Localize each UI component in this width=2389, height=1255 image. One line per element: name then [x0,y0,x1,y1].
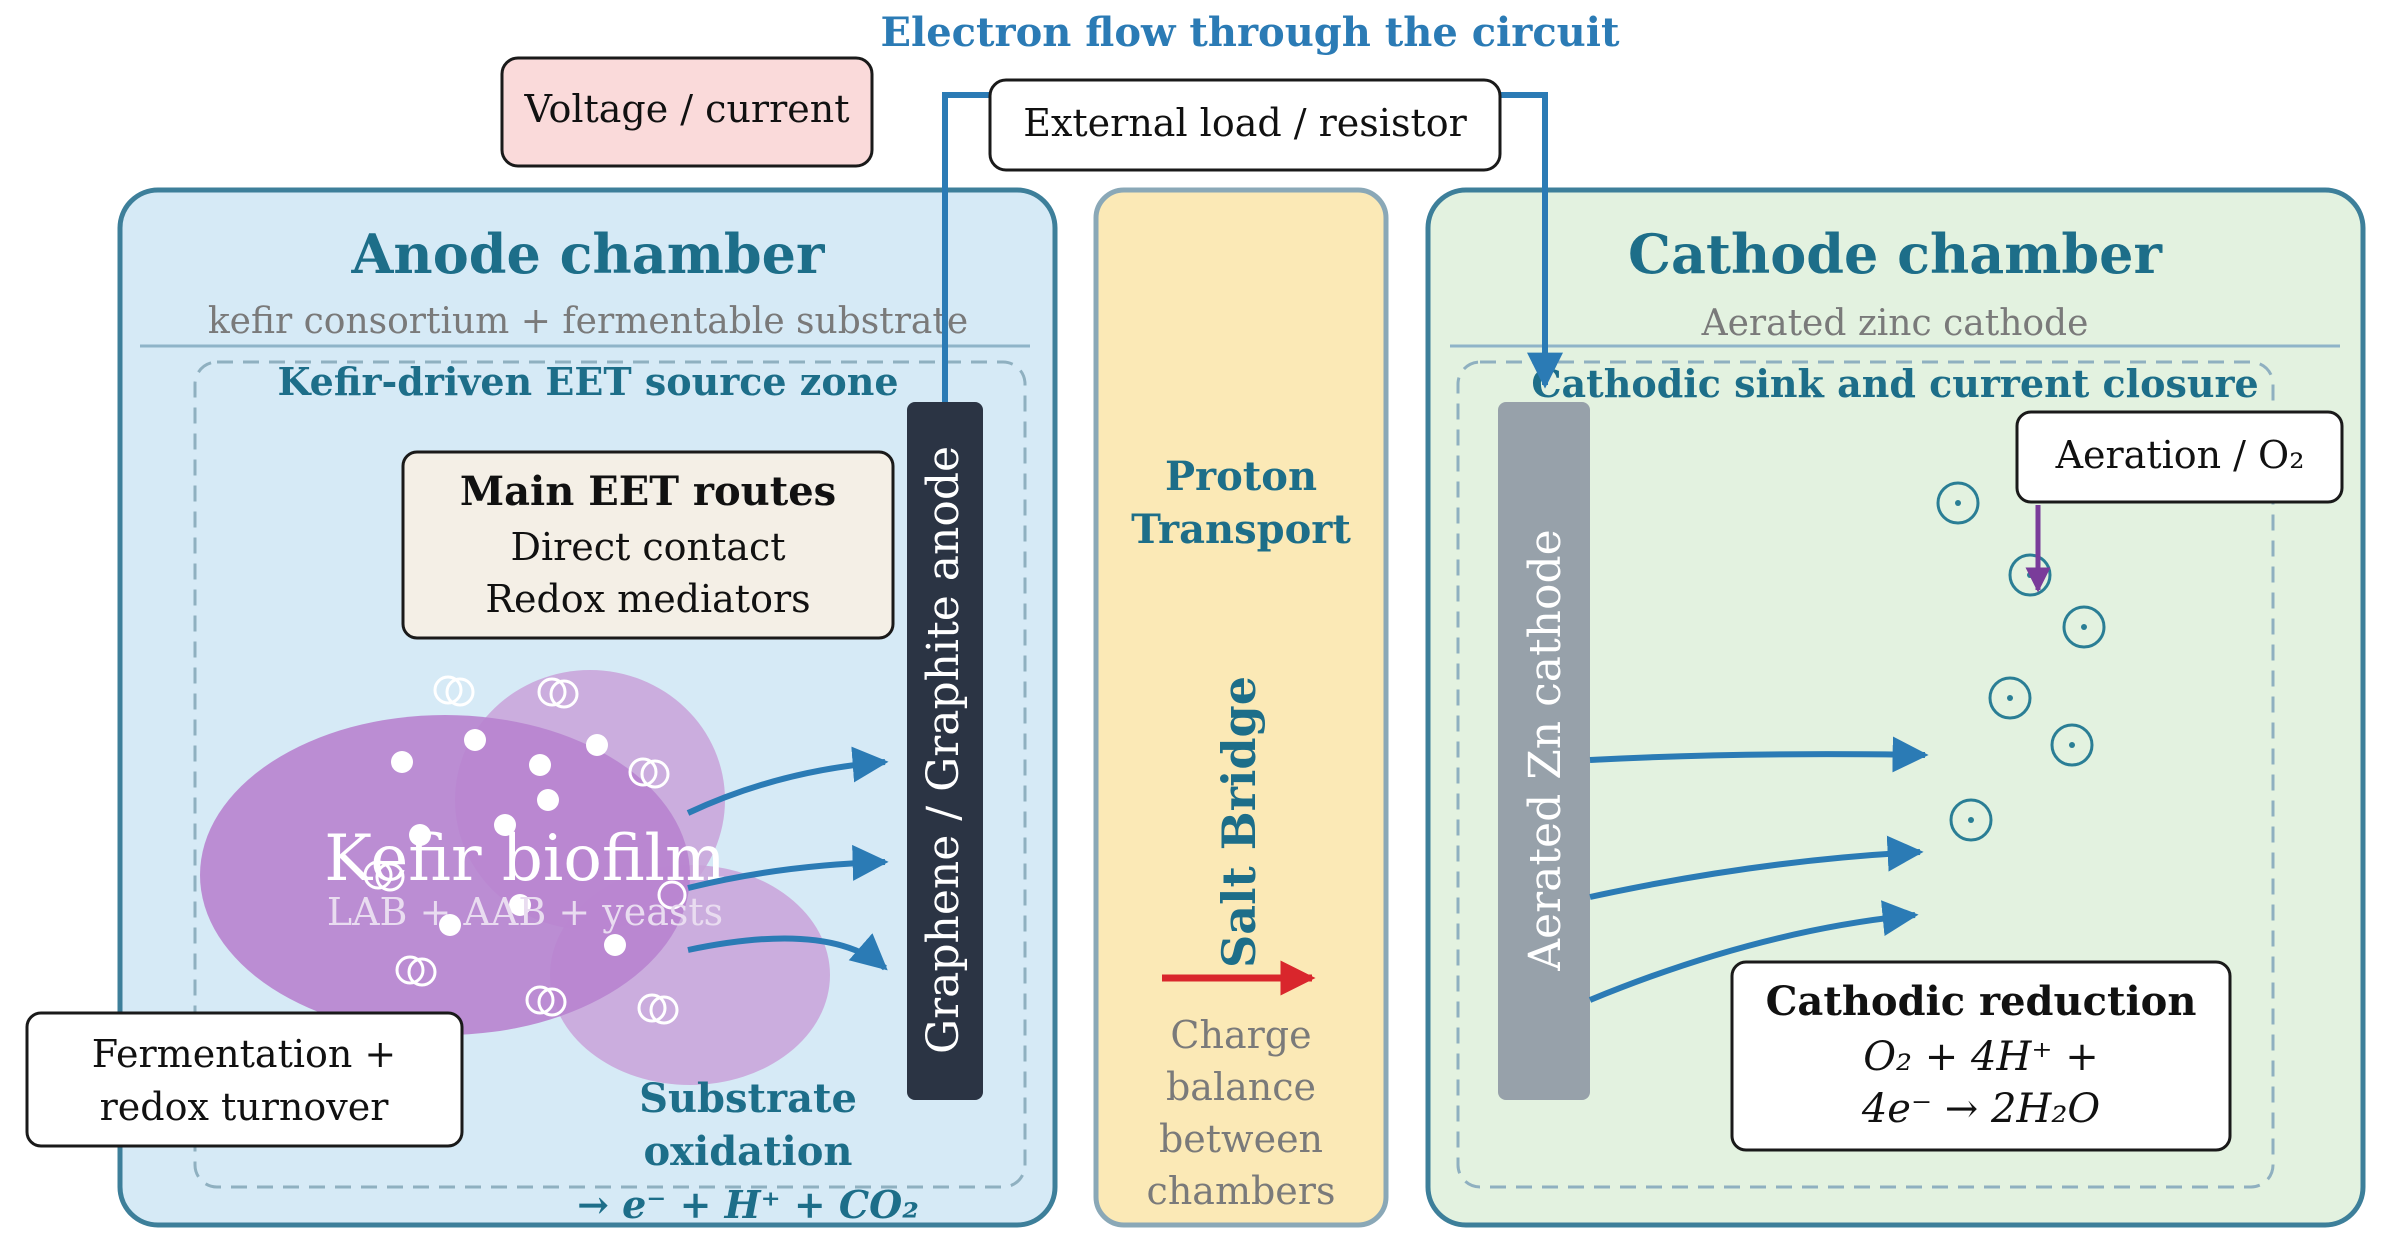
anode-subtitle: kefir consortium + fermentable substrate [208,301,968,342]
anode-electrode: Graphene / Graphite anode [907,402,983,1100]
eet-arrows [686,746,889,971]
cathode-electrode [1498,402,1590,1100]
voltage-box: Voltage / current [500,56,874,168]
circuit-title: Electron flow through the circuit [881,9,1620,56]
eet-routes-box: Main EET routes Direct contact Redox med… [401,450,895,640]
cathode-chamber: Cathode chamber Aerated zinc cathode Cat… [1425,187,2366,1228]
biofilm-subtitle: LAB + AAB + yeasts [327,890,723,934]
eet-routes-title: Main EET routes [460,468,836,515]
proton-transport-line-2: Transport [1131,506,1351,553]
load-box: External load / resistor [988,78,1502,172]
biofilm-title: Kefir biofilm [324,822,725,896]
charge-line-3: between [1159,1117,1323,1161]
voltage-label: Voltage / current [523,87,849,131]
kefir-biofilm: Kefir biofilm LAB + AAB + yeasts [200,670,830,1085]
fermentation-box: Fermentation + redox turnover [25,1011,464,1148]
load-label: External load / resistor [1023,101,1467,145]
charge-line-2: balance [1166,1065,1316,1109]
oxygen-bubble-dots [1955,500,2087,823]
salt-bridge-label: Salt Bridge [1212,676,1266,968]
charge-line-1: Charge [1170,1013,1311,1057]
anode-chamber: Anode chamber kefir consortium + ferment… [25,187,1058,1228]
oxidation-line-1: Substrate [639,1075,857,1122]
cathode-subtitle: Aerated zinc cathode [1701,303,2089,344]
cathode-title: Cathode chamber [1628,222,2162,286]
cathode-electron-arrows [1588,736,1929,1003]
aeration-box: Aeration / O₂ [2015,410,2344,504]
external-circuit: Electron flow through the circuit Voltag… [500,9,1620,402]
oxidation-line-2: oxidation [643,1128,852,1175]
eet-route-direct: Direct contact [510,525,785,569]
anode-electrode-label: Graphene / Graphite anode [918,446,969,1054]
cathode-electrode-label: Aerated Zn cathode [1520,529,1571,971]
cathodic-reduction-line-2: 4e⁻ → 2H₂O [1861,1086,2100,1132]
fermentation-line-2: redox turnover [100,1085,390,1129]
aeration-label: Aeration / O₂ [2055,433,2305,477]
biofilm-microbes [363,675,687,1025]
cathodic-reduction-box: Cathodic reduction O₂ + 4H⁺ + 4e⁻ → 2H₂O [1730,960,2232,1152]
anode-title: Anode chamber [351,222,825,286]
anode-zone [193,360,1027,1189]
anode-zone-title: Kefir-driven EET source zone [277,359,898,404]
biofilm-cells [391,729,626,956]
eet-route-mediators: Redox mediators [485,577,810,621]
cathodic-reduction-line-1: O₂ + 4H⁺ + [1863,1034,2098,1080]
fermentation-line-1: Fermentation + [92,1032,397,1076]
cathode-zone [1456,360,2275,1189]
oxidation-products: → e⁻ + H⁺ + CO₂ [577,1182,919,1227]
cathode-zone-title: Cathodic sink and current closure [1531,361,2258,406]
salt-bridge: Proton Transport Salt Bridge Charge bala… [1093,187,1389,1228]
cathodic-reduction-title: Cathodic reduction [1766,978,2197,1025]
proton-transport-line-1: Proton [1165,453,1317,500]
charge-line-4: chambers [1147,1169,1336,1213]
